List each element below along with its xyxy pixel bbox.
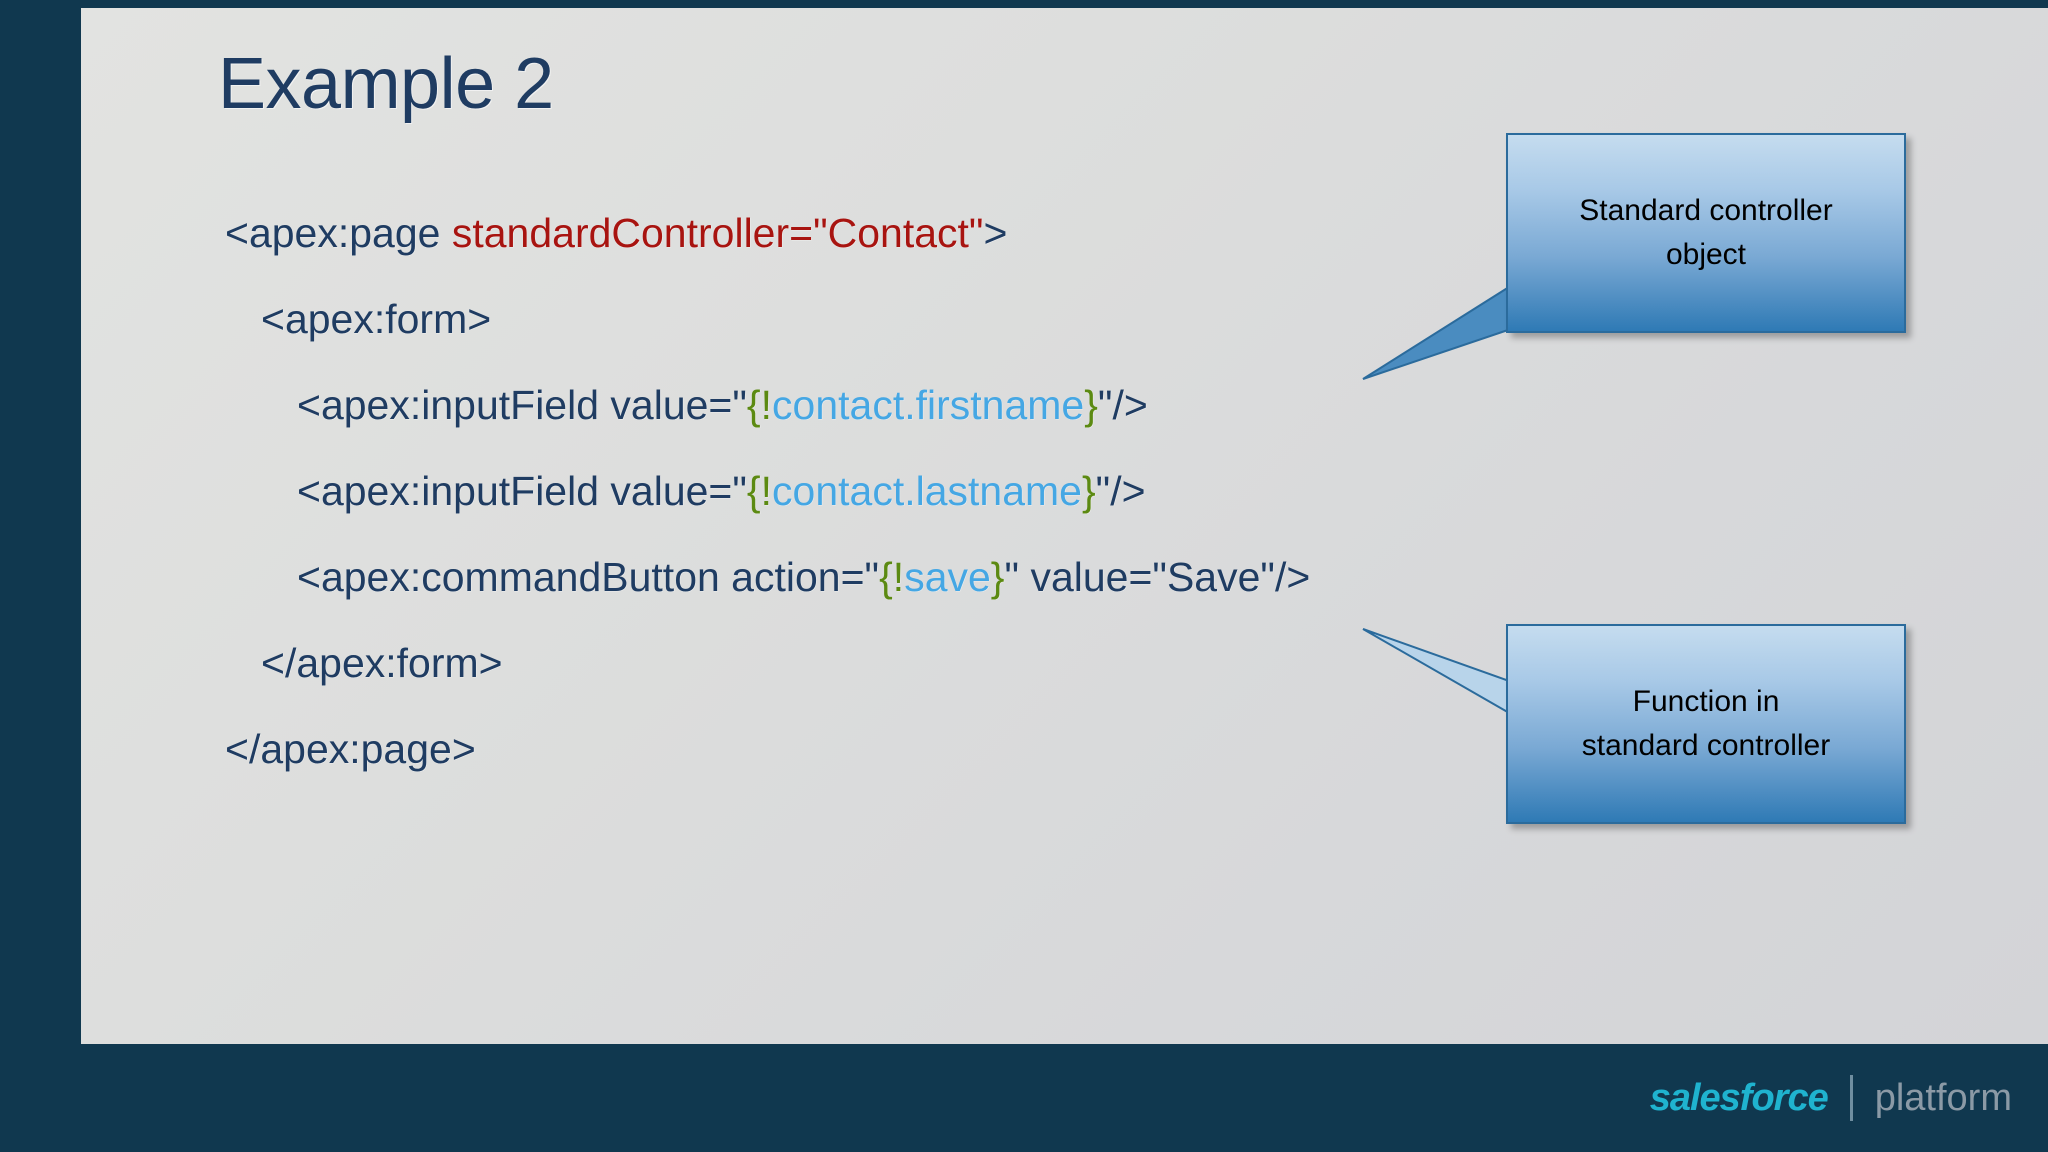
- code-token-tag: <apex:page: [225, 210, 452, 256]
- code-token-tag: </apex:form>: [261, 640, 503, 686]
- code-token-tag: "/>: [1097, 382, 1148, 428]
- code-token-brace: {!: [746, 468, 773, 514]
- platform-wordmark: platform: [1874, 1076, 2012, 1119]
- callout-line-2: standard controller: [1581, 729, 1831, 762]
- code-token-expr: contact.firstname: [772, 382, 1085, 428]
- code-token-tag: </apex:page>: [225, 726, 476, 772]
- salesforce-wordmark: salesforce: [1649, 1076, 1829, 1119]
- page-title: Example 2: [218, 44, 554, 124]
- code-token-tag: <apex:inputField value=": [297, 468, 747, 514]
- code-token-tag: >: [983, 210, 1008, 256]
- code-token-brace: }: [1084, 382, 1098, 428]
- code-token-tag: <apex:form>: [261, 296, 492, 342]
- callout-function-in-standard-controller: Function in standard controller: [1362, 623, 1906, 824]
- code-line: </apex:form>: [225, 620, 1725, 706]
- code-line: <apex:inputField value="{!contact.lastna…: [225, 448, 1725, 534]
- callout-box: Function in standard controller: [1506, 624, 1906, 824]
- code-token-tag: "/>: [1095, 468, 1146, 514]
- code-token-expr: save: [904, 554, 991, 600]
- code-token-attr: standardController="Contact": [451, 210, 984, 256]
- code-line: </apex:page>: [225, 706, 1725, 792]
- code-line: <apex:commandButton action="{!save}" val…: [225, 534, 1725, 620]
- code-line: <apex:inputField value="{!contact.firstn…: [225, 362, 1725, 448]
- code-token-brace: }: [990, 554, 1005, 600]
- callout-line-1: Standard controller: [1579, 194, 1833, 227]
- callout-box: Standard controller object: [1506, 133, 1906, 333]
- code-line: <apex:form>: [225, 276, 1725, 362]
- code-block: <apex:page standardController="Contact">…: [225, 190, 1725, 792]
- logo-divider: [1849, 1075, 1853, 1121]
- code-token-brace: {!: [879, 554, 905, 600]
- code-token-expr: contact.lastname: [772, 468, 1082, 514]
- callout-line-1: Function in: [1632, 685, 1780, 718]
- callout-standard-controller-object: Standard controller object: [1362, 133, 1906, 380]
- code-line: <apex:page standardController="Contact">: [225, 190, 1725, 276]
- slide-canvas: Example 2 <apex:page standardController=…: [81, 8, 2048, 1044]
- code-token-tag: <apex:commandButton action=": [297, 554, 880, 600]
- code-token-brace: {!: [746, 382, 773, 428]
- code-token-tag: <apex:inputField value=": [297, 382, 747, 428]
- callout-line-2: object: [1665, 238, 1747, 271]
- code-token-tag: " value="Save"/>: [1004, 554, 1311, 600]
- code-token-brace: }: [1081, 468, 1096, 514]
- salesforce-platform-logo: salesforce platform: [1650, 1072, 2012, 1124]
